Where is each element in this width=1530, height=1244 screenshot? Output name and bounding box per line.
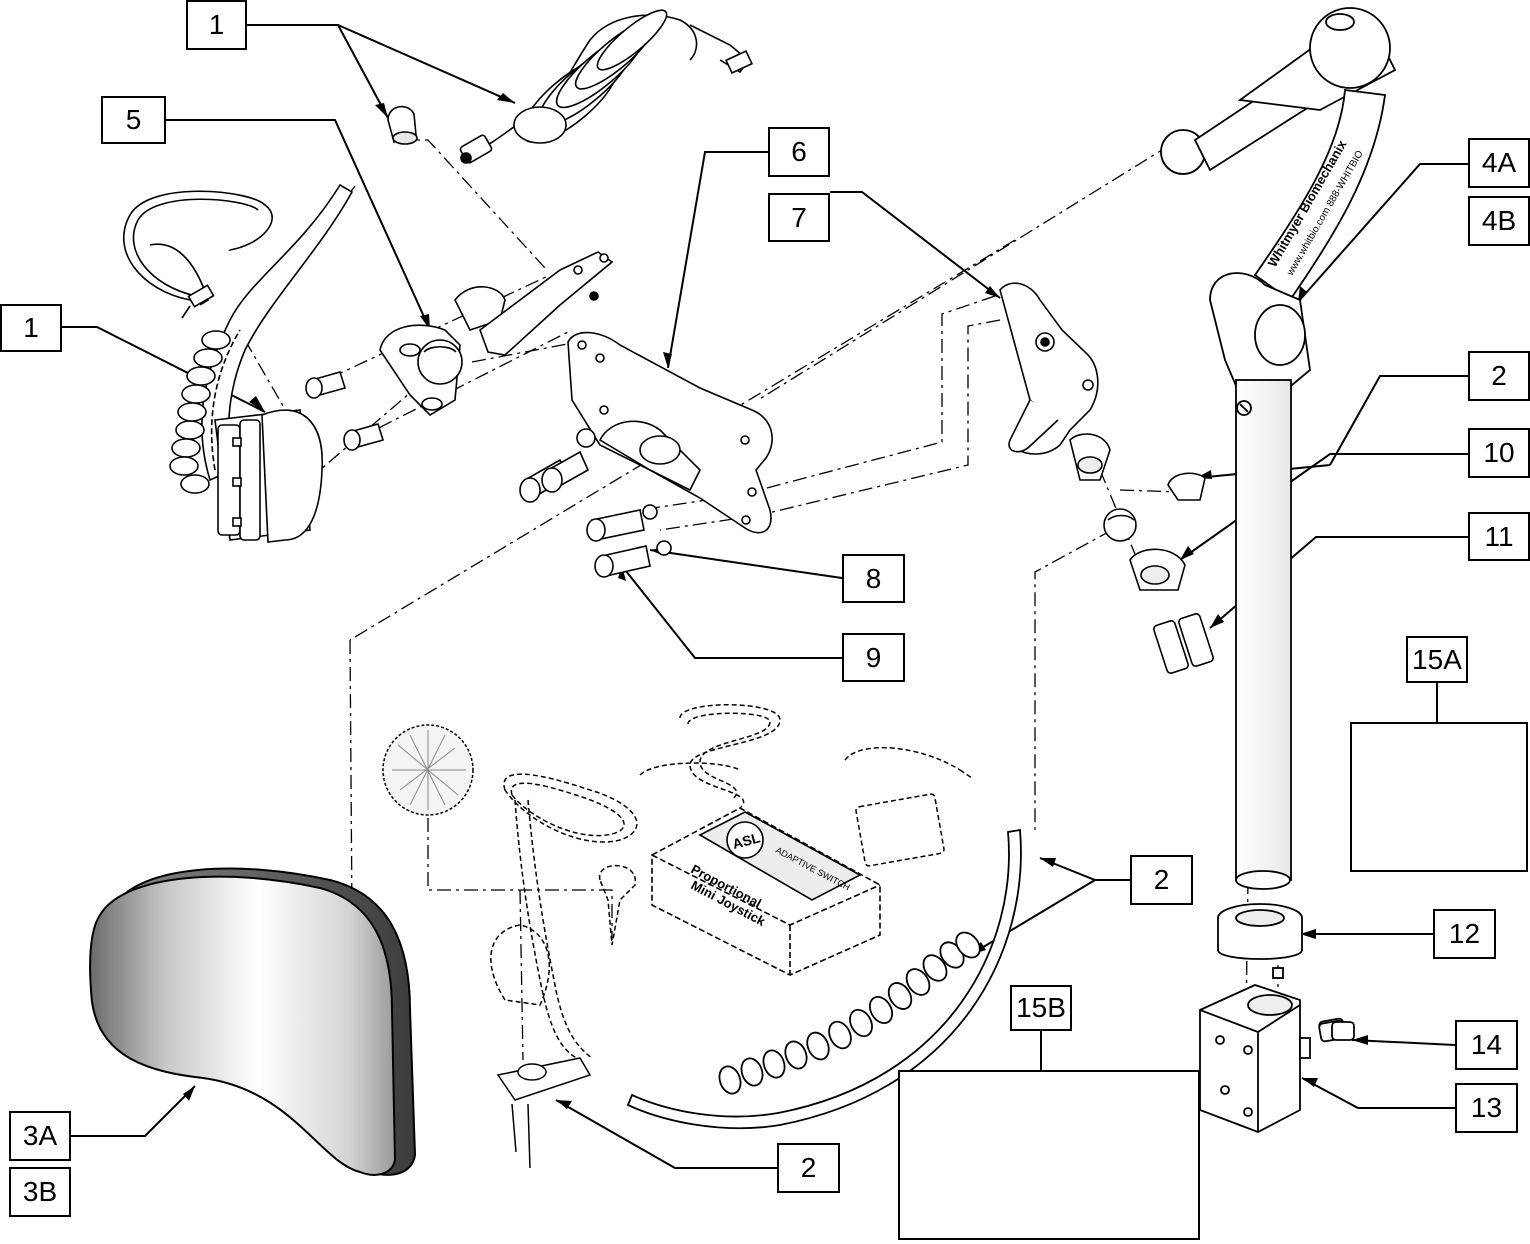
callout-15a: 15A [1406,636,1468,683]
ball-clamp-part [305,251,614,451]
callout-8: 8 [842,554,905,603]
asl-switch-box: ASL ADAPTIVE SWITCH Proportional Mini Jo… [651,807,881,976]
callout-5: 5 [101,96,166,144]
spiral-wrap-bottom [718,931,981,1095]
mounting-plate-part [519,331,773,578]
head-pad-part [89,867,417,1176]
callout-4a: 4A [1468,138,1530,188]
small-ball-clamp-part [1103,472,1214,674]
callout-4b: 4B [1468,196,1530,246]
tubing-part [626,828,1022,1130]
callout-13: 13 [1455,1083,1518,1133]
detail-panel-15a [1350,722,1528,872]
head-switch-part [123,183,354,543]
callout-11: 11 [1468,512,1530,561]
callout-9: 9 [842,633,905,682]
callout-12: 12 [1433,909,1496,959]
asl-logo-text: ASL [731,829,763,852]
callout-15b: 15B [1010,985,1072,1031]
quick-release-clamp-part [999,282,1111,481]
callout-14: 14 [1455,1020,1518,1070]
callout-2-right: 2 [1468,351,1530,401]
joystick-accessory-assembly [382,704,973,1169]
callout-10: 10 [1468,428,1530,478]
leader-lines [62,24,1468,1169]
detail-panel-15b [898,1070,1200,1240]
callout-1-top: 1 [186,0,247,50]
callout-2-bottom: 2 [777,1143,840,1193]
callout-3b: 3B [9,1167,71,1217]
collar-and-block-part [1199,903,1355,1133]
grommet-cap-top [387,105,418,145]
callout-3a: 3A [9,1111,71,1161]
callout-7: 7 [768,193,830,242]
spiral-wrap [169,330,231,494]
coiled-cable-part [459,9,753,164]
callout-6: 6 [768,127,830,177]
callout-1-left: 1 [0,304,62,352]
callout-2-mid: 2 [1130,855,1193,905]
